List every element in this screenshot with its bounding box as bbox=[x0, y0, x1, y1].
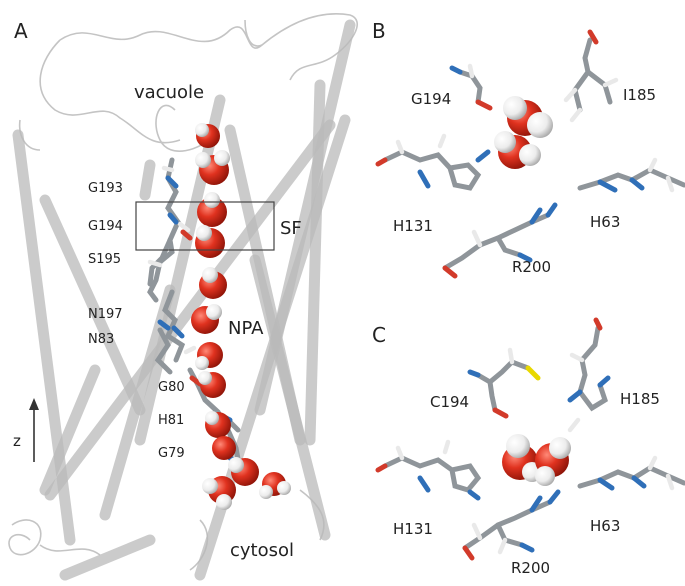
z-axis-label: z bbox=[13, 432, 21, 450]
panel-b-letter: B bbox=[372, 19, 386, 43]
panel-b-water bbox=[494, 96, 553, 169]
sf-box bbox=[135, 201, 275, 251]
water-molecules-channel bbox=[191, 123, 291, 510]
residue-label-a: G80 bbox=[158, 380, 185, 395]
residue-label-a: G193 bbox=[88, 181, 123, 196]
transmembrane-helices bbox=[12, 19, 356, 581]
residue-label-c: H131 bbox=[393, 520, 433, 538]
z-axis-arrow-icon bbox=[29, 398, 39, 462]
residue-label-c: H185 bbox=[620, 390, 660, 408]
residue-label-b: H63 bbox=[590, 213, 620, 231]
vacuole-label: vacuole bbox=[134, 82, 204, 103]
residue-label-c: R200 bbox=[511, 559, 550, 577]
residue-label-b: R200 bbox=[512, 258, 551, 276]
residue-label-b: H131 bbox=[393, 217, 433, 235]
panel-c: C bbox=[372, 317, 685, 577]
cytosol-label: cytosol bbox=[230, 540, 294, 561]
residue-label-b: I185 bbox=[623, 86, 656, 104]
sf-label: SF bbox=[280, 218, 302, 239]
residue-label-b: G194 bbox=[411, 90, 451, 108]
residue-label-c: H63 bbox=[590, 517, 620, 535]
residue-label-a: S195 bbox=[88, 252, 121, 267]
panel-c-sticks bbox=[375, 317, 685, 561]
residue-label-c: C194 bbox=[430, 393, 469, 411]
panel-b-sticks bbox=[375, 29, 685, 279]
panel-c-water bbox=[502, 434, 571, 486]
residue-label-a: G194 bbox=[88, 219, 123, 234]
residue-label-a: N197 bbox=[88, 307, 123, 322]
panel-a-letter: A bbox=[14, 19, 28, 43]
residue-label-a: H81 bbox=[158, 413, 184, 428]
residue-label-a: G79 bbox=[158, 446, 185, 461]
panel-c-letter: C bbox=[372, 323, 386, 347]
npa-label: NPA bbox=[228, 318, 264, 339]
panel-a: A bbox=[8, 13, 358, 581]
residue-label-a: N83 bbox=[88, 332, 114, 347]
panel-b: B bbox=[372, 19, 685, 279]
